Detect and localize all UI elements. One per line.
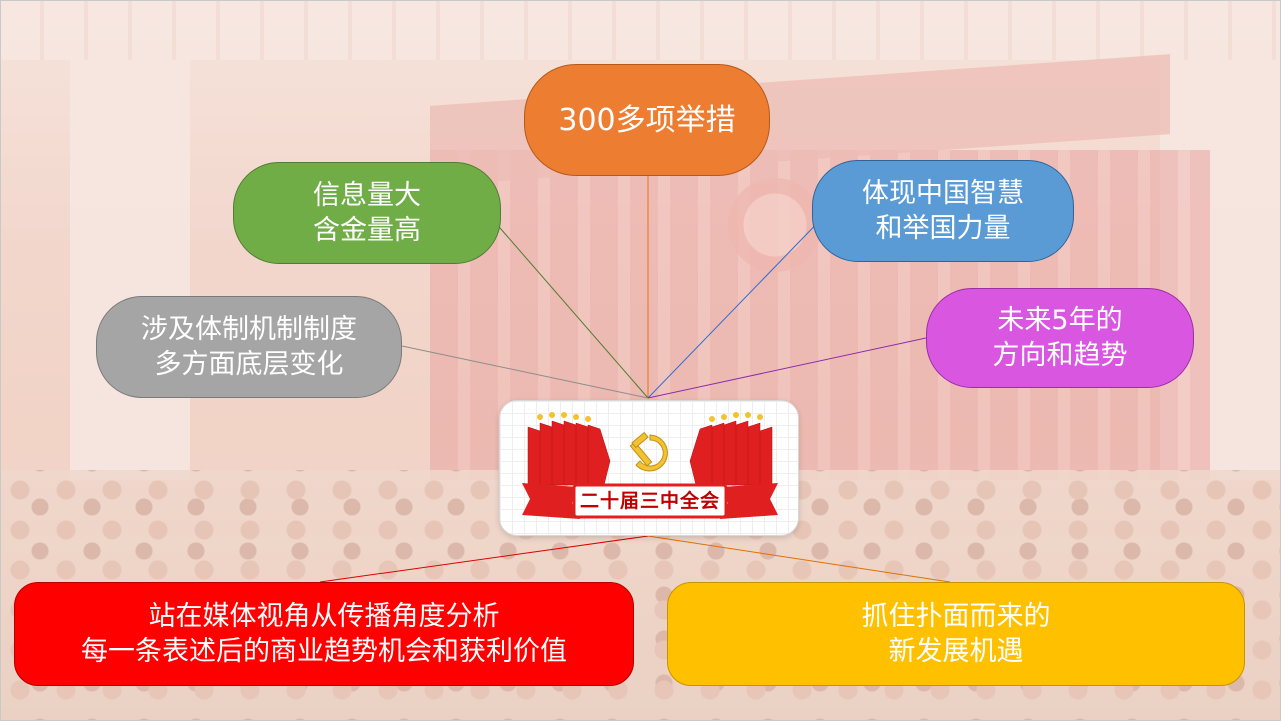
connector-yellow <box>647 535 951 583</box>
background-pillar <box>70 60 190 480</box>
connector-red <box>319 535 649 583</box>
hammer-sickle-icon <box>629 431 668 472</box>
connector-blue <box>647 209 831 399</box>
center-logo: 二十届三中全会 <box>499 400 799 536</box>
node-opportunity: 抓住扑面而来的 新发展机遇 <box>667 582 1245 686</box>
node-wisdom-strength: 体现中国智慧 和举国力量 <box>812 160 1074 262</box>
node-future-direction: 未来5年的 方向和趋势 <box>926 288 1194 388</box>
node-media-analysis: 站在媒体视角从传播角度分析 每一条表述后的商业趋势机会和获利价值 <box>14 582 634 686</box>
center-label: 二十届三中全会 <box>579 490 720 512</box>
connector-purple <box>647 337 927 399</box>
flags-emblem-icon <box>522 412 778 519</box>
node-measures: 300多项举措 <box>524 64 770 176</box>
background-emblem <box>720 170 830 280</box>
connector-gray <box>401 345 649 399</box>
connector-green <box>479 204 649 399</box>
background-ceiling <box>0 0 1281 60</box>
node-institutional-change: 涉及体制机制制度 多方面底层变化 <box>96 296 402 398</box>
node-information: 信息量大 含金量高 <box>233 162 501 264</box>
